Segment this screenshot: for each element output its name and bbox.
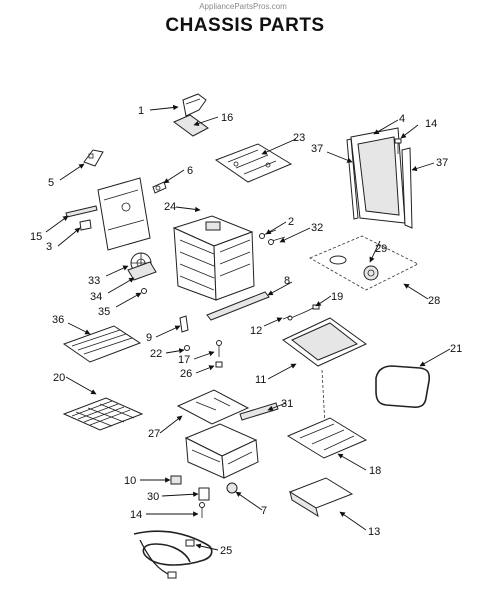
callout-5: 5 xyxy=(48,177,54,189)
callout-26: 26 xyxy=(180,368,192,380)
callout-4: 4 xyxy=(399,113,405,125)
part-5-bracket xyxy=(83,149,104,167)
part-19-sensor xyxy=(287,304,320,321)
callout-7: 7 xyxy=(261,505,267,517)
callout-33: 33 xyxy=(88,275,100,287)
part-1-bracket xyxy=(182,93,207,117)
callout-2: 2 xyxy=(288,216,294,228)
callout-30: 30 xyxy=(147,491,159,503)
callout-10: 10 xyxy=(124,475,136,487)
part-2-screw xyxy=(259,229,277,239)
lower-chassis-frame xyxy=(184,423,259,479)
part-25-wire-harness xyxy=(133,530,213,579)
callout-6: 6 xyxy=(187,165,193,177)
part-8-strip xyxy=(206,291,270,321)
part-15-rail xyxy=(65,205,98,218)
callout-14-top: 14 xyxy=(425,118,437,130)
callout-11: 11 xyxy=(255,374,266,386)
callout-21: 21 xyxy=(450,343,462,355)
part-21-gasket xyxy=(375,365,431,408)
part-13-drawer xyxy=(288,477,354,518)
watermark-text: AppliancePartsPros.com xyxy=(199,2,287,11)
part-35-fan-screw xyxy=(141,288,147,294)
leader-lines xyxy=(45,104,451,551)
part-37-door-frame xyxy=(346,127,413,229)
part-18-panel xyxy=(286,417,368,459)
callout-14-bottom: 14 xyxy=(130,509,142,521)
callout-labels: 1 16 23 4 14 37 37 5 6 24 15 3 2 32 29 2… xyxy=(30,105,462,557)
part-36-rack xyxy=(62,325,142,363)
callout-22: 22 xyxy=(150,348,162,360)
callout-32: 32 xyxy=(311,222,323,234)
callout-28: 28 xyxy=(428,295,440,307)
callout-3: 3 xyxy=(46,241,52,253)
part-6-connector xyxy=(152,181,167,194)
callout-1: 1 xyxy=(138,105,144,117)
part-30-valve xyxy=(198,487,210,501)
part-7-cap xyxy=(226,482,238,494)
part-12-probe xyxy=(282,315,292,320)
callout-12: 12 xyxy=(250,325,262,337)
callout-31: 31 xyxy=(281,398,293,410)
part-28-convection-area xyxy=(309,235,419,291)
callout-37-left: 37 xyxy=(311,143,323,155)
callout-15: 15 xyxy=(30,231,42,243)
part-23-burner-plate xyxy=(214,143,293,183)
part-20-oven-rack xyxy=(62,397,144,431)
part-31-bracket xyxy=(239,402,279,421)
callout-18: 18 xyxy=(369,465,381,477)
part-24-oven-cavity xyxy=(172,215,255,301)
callout-20: 20 xyxy=(53,372,65,384)
part-14-screw-bottom xyxy=(199,502,205,518)
callout-24: 24 xyxy=(164,201,176,213)
part-27-burner-base xyxy=(176,389,250,425)
callout-23: 23 xyxy=(293,132,305,144)
diagram-title: CHASSIS PARTS xyxy=(165,15,324,36)
callout-25: 25 xyxy=(220,545,232,557)
part-17-screw xyxy=(216,340,222,357)
part-11-bottom-panel xyxy=(282,317,367,367)
callout-27: 27 xyxy=(148,428,160,440)
callout-8: 8 xyxy=(284,275,290,287)
callout-29: 29 xyxy=(375,243,387,255)
side-panel xyxy=(97,177,151,251)
callout-9: 9 xyxy=(146,332,152,344)
part-9-bracket xyxy=(179,315,189,333)
part-22-screw xyxy=(184,345,190,351)
part-3-clip xyxy=(79,219,92,231)
part-29-element xyxy=(329,255,379,281)
callout-37-right: 37 xyxy=(436,157,448,169)
part-26-screw xyxy=(215,361,223,368)
part-10-connector xyxy=(170,475,182,485)
callout-16: 16 xyxy=(221,112,233,124)
callout-19: 19 xyxy=(331,291,343,303)
callout-17: 17 xyxy=(178,354,190,366)
part-16-pad xyxy=(173,114,209,137)
callout-36: 36 xyxy=(52,314,64,326)
part-34-fan-plate xyxy=(127,261,157,281)
callout-35: 35 xyxy=(98,306,110,318)
callout-13: 13 xyxy=(368,526,380,538)
callout-34: 34 xyxy=(90,291,102,303)
part-14-screw-top xyxy=(394,138,402,154)
